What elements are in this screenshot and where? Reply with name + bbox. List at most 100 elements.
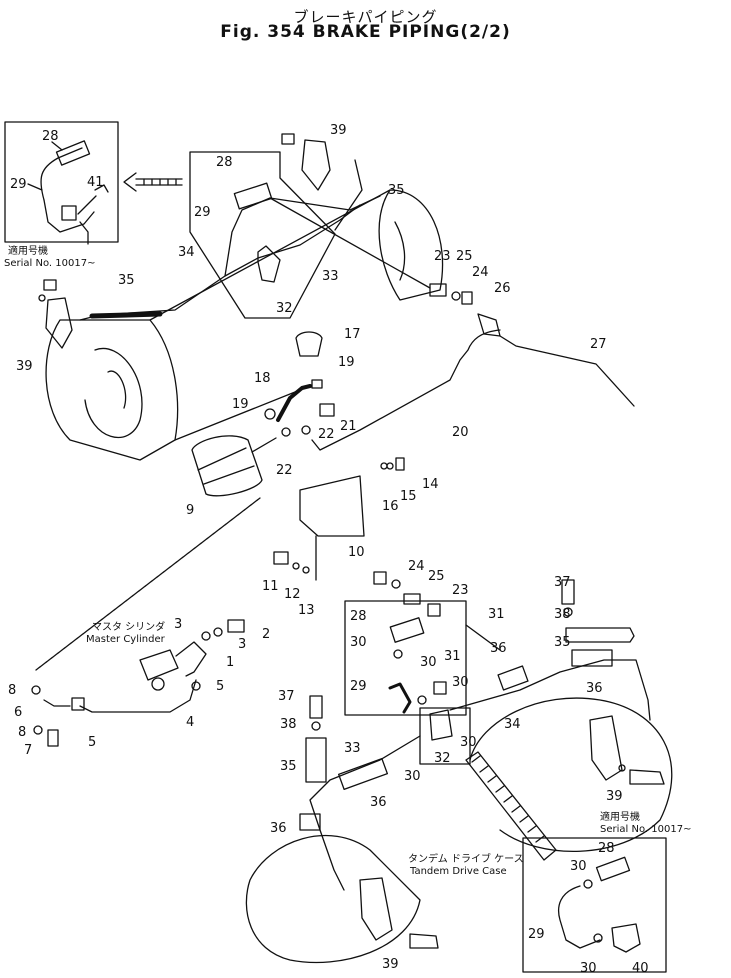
- callout-13: 13: [298, 603, 315, 618]
- brake-tube-27: [499, 335, 635, 407]
- callout-21: 21: [340, 419, 357, 434]
- left-wheel-hub: [84, 347, 143, 438]
- bracket-35-lower: [305, 737, 327, 783]
- callout-35-c: 35: [554, 635, 571, 650]
- callout-41: 41: [87, 175, 104, 190]
- callout-18: 18: [254, 371, 271, 386]
- bracket-35-right-mid: [565, 627, 635, 643]
- diagram-title: Fig. 354 BRAKE PIPING(2/2): [220, 22, 511, 42]
- callout-5-b: 5: [88, 735, 96, 750]
- callout-25-a: 25: [456, 249, 473, 264]
- callout-24-a: 24: [472, 265, 489, 280]
- note-tandem: Tandem Drive Case: [409, 866, 507, 877]
- fitting-6: [43, 699, 71, 707]
- callout-28-a: 28: [42, 129, 59, 144]
- callout-39-d: 39: [382, 957, 399, 972]
- callout-31-a: 31: [488, 607, 505, 622]
- nut-24-mid: [373, 571, 387, 585]
- master-cylinder-port: [151, 677, 165, 691]
- callout-30-b: 30: [420, 655, 437, 670]
- callout-19-b: 19: [232, 397, 249, 412]
- washer-12: [292, 562, 300, 570]
- washer-right-lower: [618, 764, 626, 772]
- callout-6: 6: [14, 705, 22, 720]
- bolt-37-lower: [309, 695, 323, 719]
- callout-34-a: 34: [178, 245, 195, 260]
- diagram-title-jp: ブレーキパイピング: [293, 8, 438, 26]
- washer-25-mid: [391, 579, 401, 589]
- callout-30-f: 30: [570, 859, 587, 874]
- note-master-cylinder: Master Cylinder: [86, 634, 166, 645]
- note-applicable-bottom-jp: 適用号機: [600, 810, 640, 823]
- callout-15: 15: [400, 489, 417, 504]
- callout-29-c: 29: [350, 679, 367, 694]
- fitting-31-inset: [433, 681, 447, 695]
- callout-30-d: 30: [460, 735, 477, 750]
- booster-9: [191, 435, 263, 497]
- clamp-36-right-upper: [497, 665, 529, 691]
- hose-29-mid: [388, 682, 412, 714]
- washer-15: [386, 462, 394, 470]
- callout-11: 11: [262, 579, 279, 594]
- inset-hose-29: [40, 147, 83, 201]
- bolt-right-lower: [629, 769, 665, 785]
- tandem-drive-case-band: [465, 751, 557, 861]
- bolt-37-right: [561, 579, 575, 605]
- callout-38-b: 38: [280, 717, 297, 732]
- callout-9: 9: [186, 503, 194, 518]
- inset-leader-29: [27, 183, 43, 191]
- nut-24-top: [461, 291, 473, 305]
- top-detail-bracket-lines: [189, 151, 336, 319]
- bracket-35-right: [334, 159, 363, 231]
- bolt-7: [47, 729, 59, 747]
- bolt-left: [43, 279, 57, 291]
- callout-3-b: 3: [238, 637, 246, 652]
- callout-22-b: 22: [276, 463, 293, 478]
- tandem-hatch: [471, 755, 545, 843]
- callout-14: 14: [422, 477, 439, 492]
- callout-37-a: 37: [554, 575, 571, 590]
- bracket-39-bottom: [359, 877, 393, 941]
- right-wheel-hub: [394, 221, 406, 281]
- callout-20: 20: [452, 425, 469, 440]
- bolt-bottom: [409, 933, 439, 949]
- callout-36-c: 36: [370, 795, 387, 810]
- callout-8-a: 8: [8, 683, 16, 698]
- washer-22-right: [301, 425, 311, 435]
- callout-24-b: 24: [408, 559, 425, 574]
- callout-39-c: 39: [606, 789, 623, 804]
- callout-40: 40: [632, 961, 649, 976]
- callout-37-b: 37: [278, 689, 295, 704]
- fitting-23-top: [429, 283, 447, 297]
- inset-top-left-box: [4, 121, 119, 243]
- inset-block-41: [61, 205, 77, 221]
- callout-39-b: 39: [16, 359, 33, 374]
- callout-33-b: 33: [344, 741, 361, 756]
- inset-br-washer-30-bottom: [593, 933, 603, 943]
- inset-br-hose-29: [557, 885, 601, 949]
- inset-br-block-40: [611, 923, 641, 953]
- washer-30-mid: [393, 649, 403, 659]
- booster-outlet: [251, 437, 277, 453]
- bolt-top: [281, 133, 295, 145]
- washer-13: [302, 566, 310, 574]
- bracket-39-left: [45, 297, 73, 349]
- callout-1: 1: [226, 655, 234, 670]
- inset-bottom-right-box: [522, 837, 667, 973]
- callout-31-b: 31: [444, 649, 461, 664]
- booster-9-bands: [197, 447, 255, 485]
- callout-25-b: 25: [428, 569, 445, 584]
- fitting-31-mid: [427, 603, 441, 617]
- callout-3-a: 3: [174, 617, 182, 632]
- bottom-drum: [245, 834, 421, 964]
- master-cylinder-tube: [175, 641, 207, 677]
- nut-14: [395, 457, 405, 471]
- callout-36-b: 36: [586, 681, 603, 696]
- note-applicable-top-jp: 適用号機: [8, 244, 48, 257]
- washer-22-left: [281, 427, 291, 437]
- bracket-39-right-lower: [589, 715, 623, 781]
- washer-38-right: [563, 607, 573, 617]
- washer-8-upper: [31, 685, 41, 695]
- callout-26: 26: [494, 281, 511, 296]
